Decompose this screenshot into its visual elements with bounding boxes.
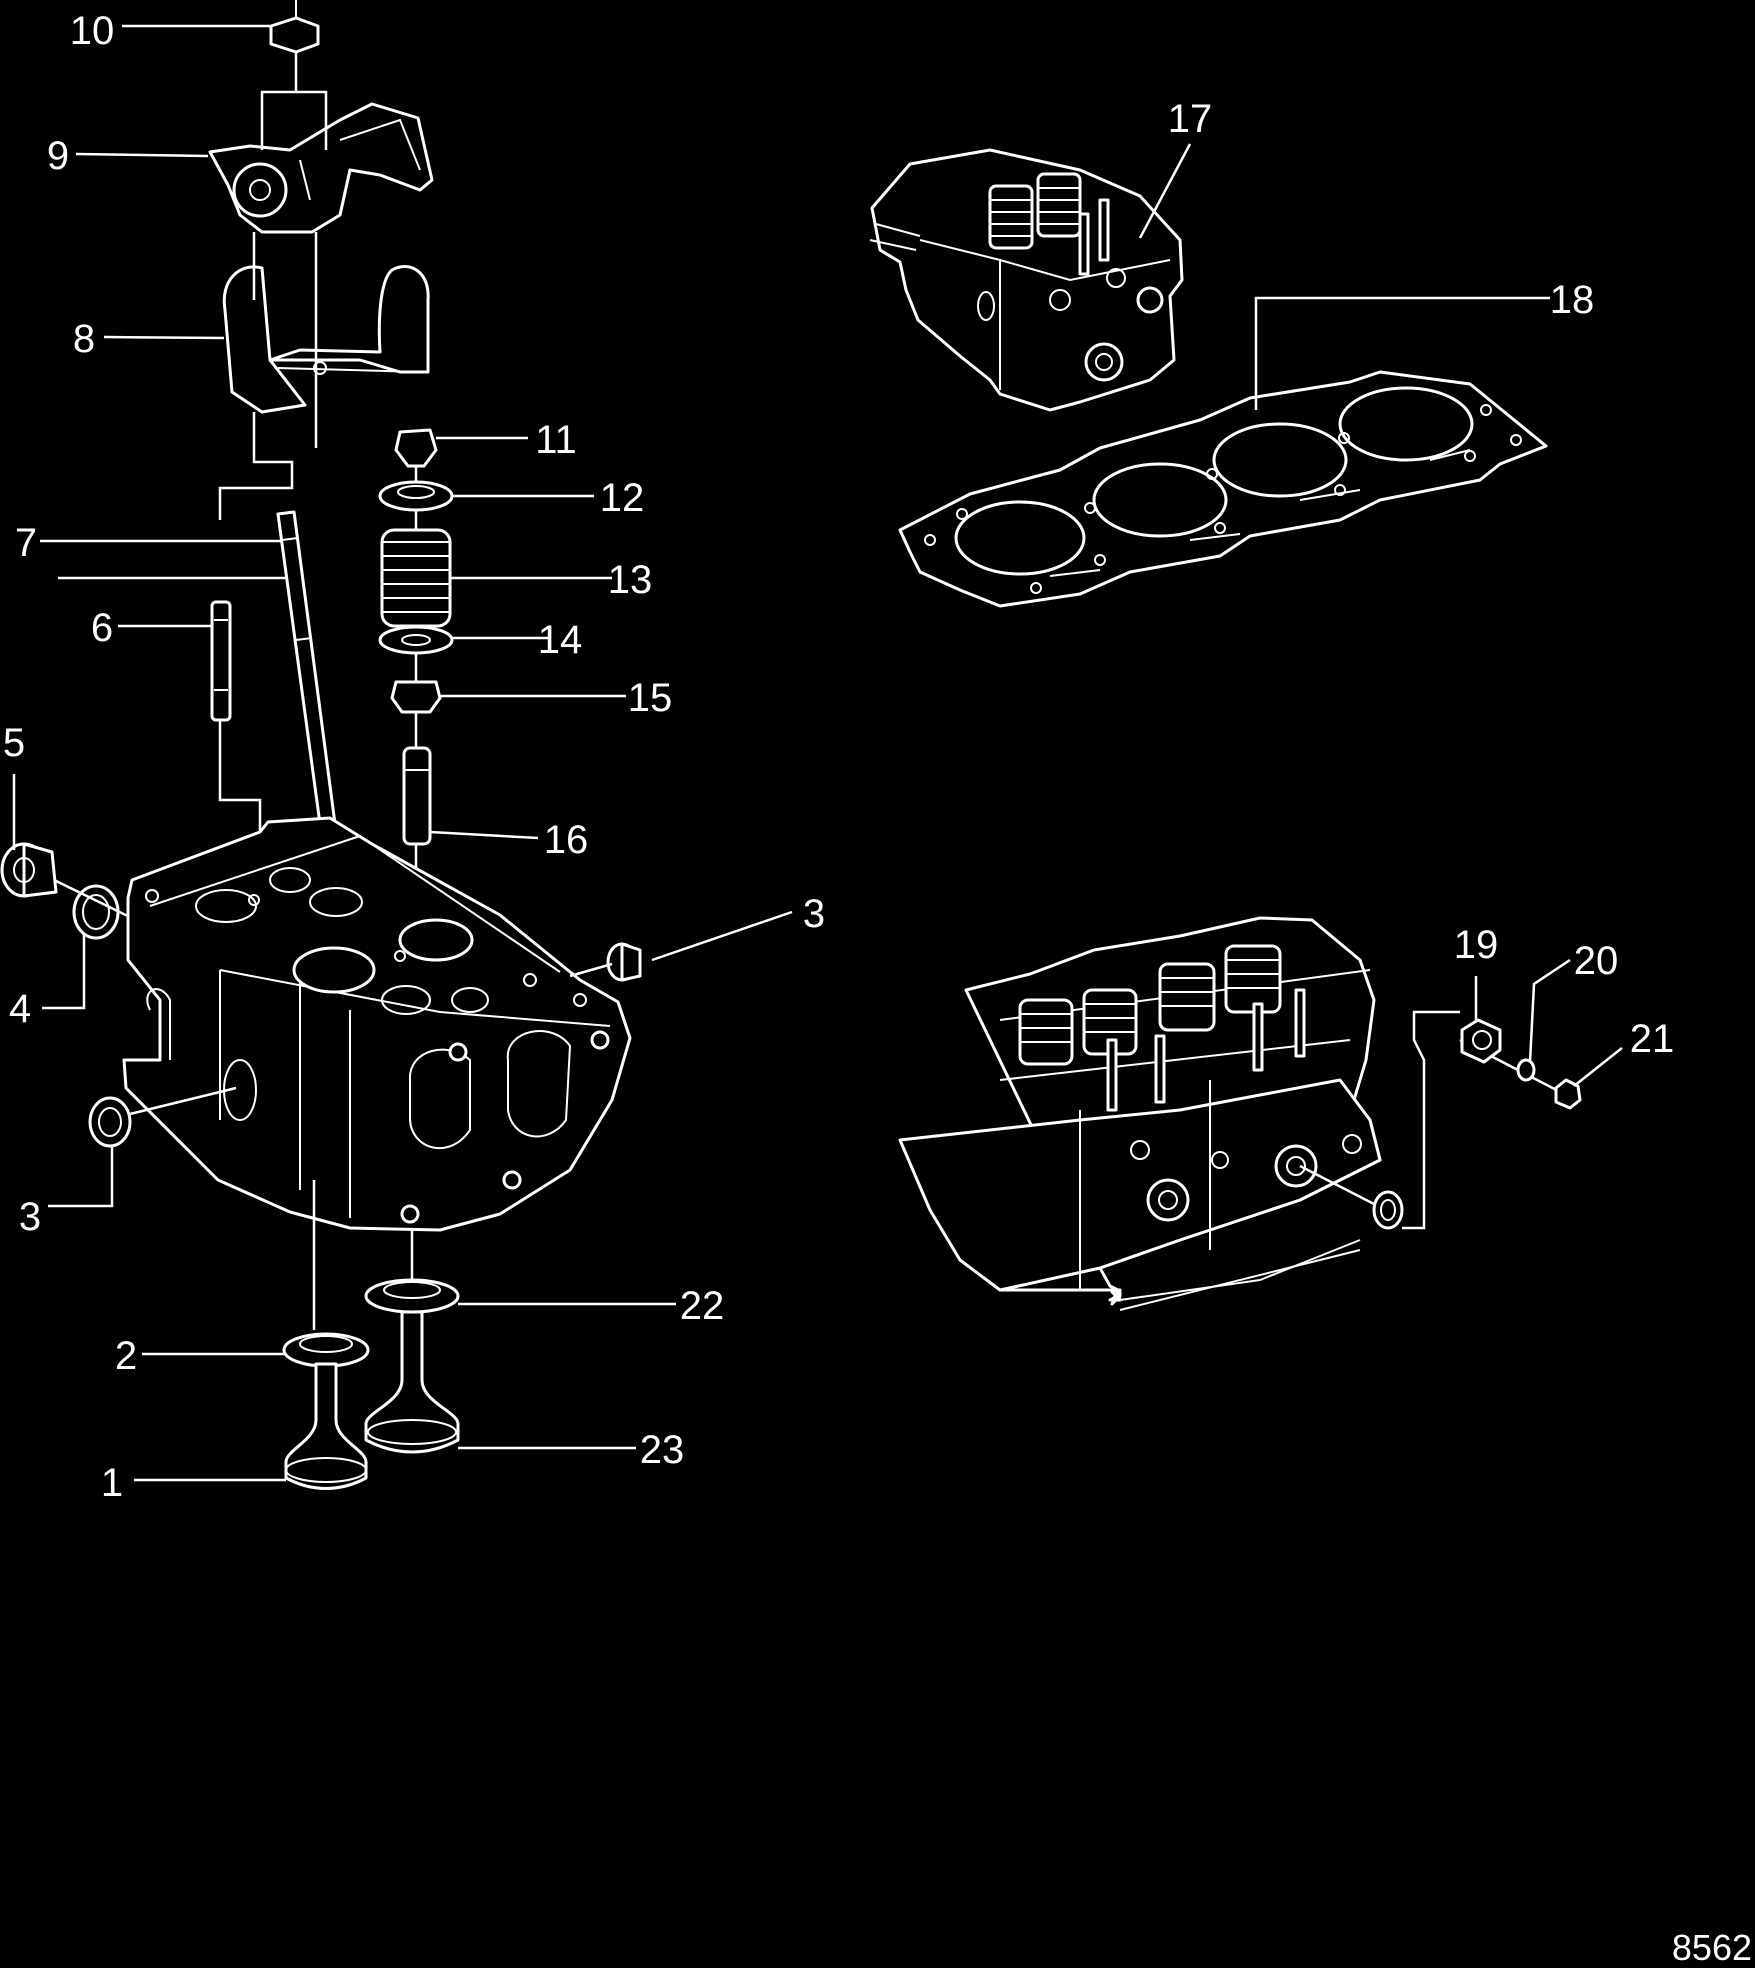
head-side-plug [1372, 1190, 1404, 1230]
figure-number: 8562 [1672, 1927, 1752, 1968]
part-3-plug-right [606, 942, 642, 982]
part-18-head-gasket [898, 370, 1548, 608]
part-21-sensor [1554, 1078, 1582, 1110]
callout-13: 13 [608, 558, 653, 602]
part-13-valve-spring [380, 528, 452, 628]
part-9-rocker-arm [208, 102, 434, 234]
part-8-rocker-bracket [222, 265, 430, 414]
callout-6: 6 [91, 606, 113, 650]
part-5-plug [0, 842, 58, 898]
part-19-fitting [1460, 1018, 1502, 1064]
part-1-valve [284, 1362, 368, 1490]
callout-11: 11 [535, 418, 577, 462]
callout-3-right: 3 [803, 892, 825, 936]
part-17-cylinder-head-assembly [869, 148, 1184, 412]
callout-15: 15 [628, 676, 673, 720]
callout-9: 9 [47, 134, 69, 178]
callout-12: 12 [600, 476, 645, 520]
callout-20: 20 [1574, 939, 1619, 983]
callout-17: 17 [1168, 97, 1213, 141]
callout-14: 14 [538, 618, 583, 662]
callout-3-left: 3 [19, 1195, 41, 1239]
callout-10: 10 [70, 9, 115, 53]
part-15-valve-stem-seal [390, 680, 442, 714]
callout-4: 4 [9, 987, 31, 1031]
callout-7: 7 [15, 521, 37, 565]
callout-labels: 10 9 8 7 6 5 4 3 3 2 1 11 12 13 14 15 16… [3, 9, 1674, 1505]
cylinder-head-block [122, 816, 632, 1232]
callout-5: 5 [3, 721, 25, 765]
part-3-plug-left [88, 1096, 132, 1148]
callout-18: 18 [1550, 278, 1595, 322]
part-23-valve [364, 1310, 460, 1454]
part-6-stud [210, 600, 232, 722]
part-20-washer [1516, 1058, 1536, 1082]
callout-23: 23 [640, 1428, 685, 1472]
callout-8: 8 [73, 317, 95, 361]
part-12-spring-retainer [378, 480, 454, 512]
part-10-nut [269, 0, 320, 54]
part-14-spring-seat-washer [378, 625, 454, 655]
callout-2: 2 [115, 1334, 137, 1378]
cylinder-head-installed [898, 916, 1382, 1311]
callout-1: 1 [101, 1461, 123, 1505]
callout-leaders [12, 24, 1623, 1482]
part-16-valve-guide [402, 746, 432, 846]
part-2-valve-seal [282, 1332, 370, 1368]
part-11-valve-keeper [394, 428, 438, 468]
callout-21: 21 [1630, 1017, 1675, 1061]
callout-22: 22 [680, 1284, 725, 1328]
callout-19: 19 [1454, 923, 1499, 967]
callout-16: 16 [544, 818, 589, 862]
part-22-valve-seal [364, 1278, 460, 1314]
